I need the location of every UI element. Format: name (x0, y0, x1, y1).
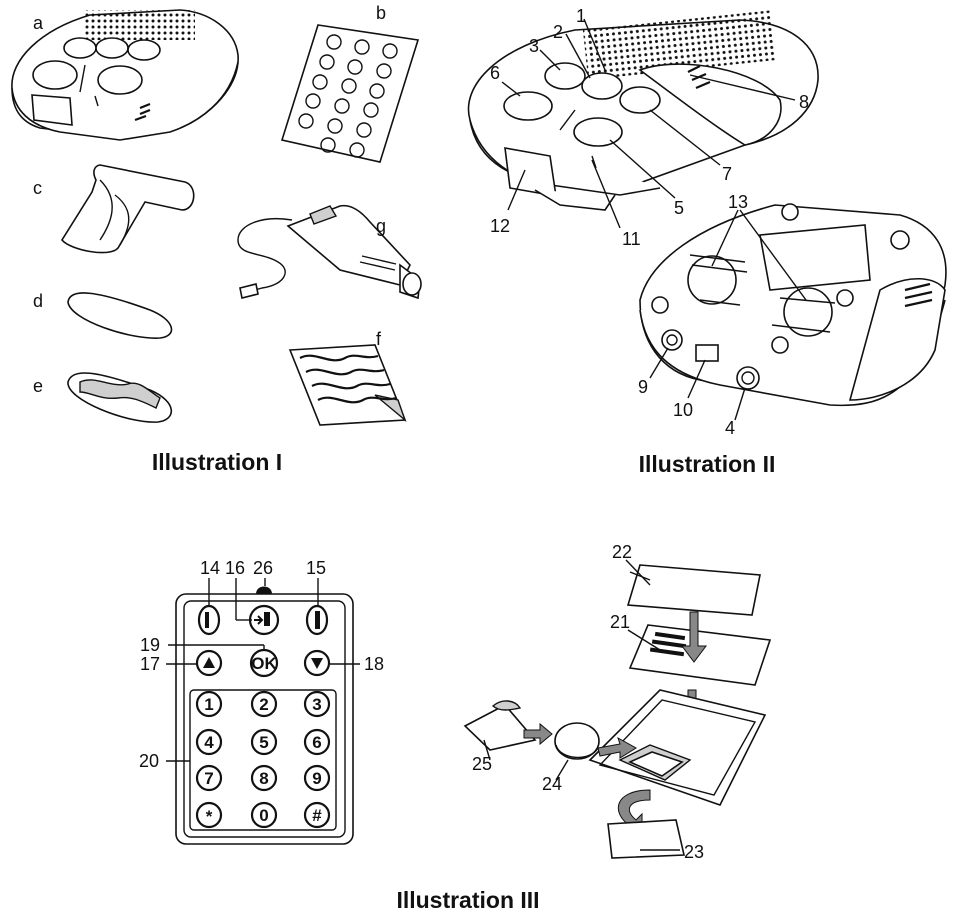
label-b: b (376, 3, 386, 23)
label-24: 24 (542, 774, 562, 794)
label-a: a (33, 13, 44, 33)
remote-up-key (195, 649, 223, 677)
speakerphone-device-a (11, 9, 239, 141)
key-0: 0 (259, 806, 268, 825)
label-2: 2 (553, 22, 563, 42)
title-illustration-2: Illustration II (639, 451, 776, 477)
leader-lines-bottom-view (649, 209, 807, 421)
leader-lines-top-view (501, 18, 796, 229)
key-6: 6 (312, 733, 321, 752)
key-hash: # (312, 806, 322, 825)
label-9: 9 (638, 377, 648, 397)
key-5: 5 (259, 733, 268, 752)
remote-hangup-key (305, 604, 329, 636)
remote-down-key (303, 649, 331, 677)
key-star: * (206, 807, 213, 826)
remote-ok-key: OK (249, 648, 279, 678)
label-3: 3 (529, 36, 539, 56)
label-6: 6 (490, 63, 500, 83)
device-bottom-view (639, 203, 947, 407)
label-8: 8 (799, 92, 809, 112)
label-1: 1 (576, 6, 586, 26)
label-13: 13 (728, 192, 748, 212)
label-f: f (376, 329, 382, 349)
label-c: c (33, 178, 42, 198)
label-10: 10 (673, 400, 693, 420)
label-7: 7 (722, 164, 732, 184)
key-2: 2 (259, 695, 268, 714)
leader-lines-battery (483, 559, 680, 851)
label-23: 23 (684, 842, 704, 862)
label-20: 20 (139, 751, 159, 771)
device-top-view (467, 10, 819, 211)
key-4: 4 (204, 733, 214, 752)
label-15: 15 (306, 558, 326, 578)
label-4: 4 (725, 418, 735, 438)
label-25: 25 (472, 754, 492, 774)
key-1: 1 (204, 695, 213, 714)
leader-lines-remote (166, 578, 360, 762)
label-12: 12 (490, 216, 510, 236)
label-17: 17 (140, 654, 160, 674)
label-19: 19 (140, 635, 160, 655)
battery-compartment-assembly (463, 564, 772, 859)
title-illustration-1: Illustration I (152, 449, 282, 475)
key-3: 3 (312, 695, 321, 714)
cleaning-cloth-f (288, 344, 407, 426)
key-8: 8 (259, 769, 268, 788)
keypad-overlay-b (280, 24, 420, 163)
adhesive-strip-e (67, 372, 173, 423)
key-9: 9 (312, 769, 321, 788)
label-d: d (33, 291, 43, 311)
label-5: 5 (674, 198, 684, 218)
label-14: 14 (200, 558, 220, 578)
remote-number-keys: 1 2 3 4 5 6 7 8 9 * 0 # (195, 690, 331, 829)
label-e: e (33, 376, 43, 396)
adhesive-pad-d (67, 292, 173, 339)
label-18: 18 (364, 654, 384, 674)
svg-text:OK: OK (251, 654, 277, 673)
car-charger-g (237, 204, 422, 300)
label-16: 16 (225, 558, 245, 578)
label-22: 22 (612, 542, 632, 562)
title-illustration-3: Illustration III (396, 887, 539, 913)
mounting-clip-c (61, 164, 195, 254)
label-11: 11 (622, 229, 641, 249)
label-21: 21 (610, 612, 630, 632)
label-26: 26 (253, 558, 273, 578)
label-g: g (376, 216, 386, 236)
key-7: 7 (204, 769, 213, 788)
